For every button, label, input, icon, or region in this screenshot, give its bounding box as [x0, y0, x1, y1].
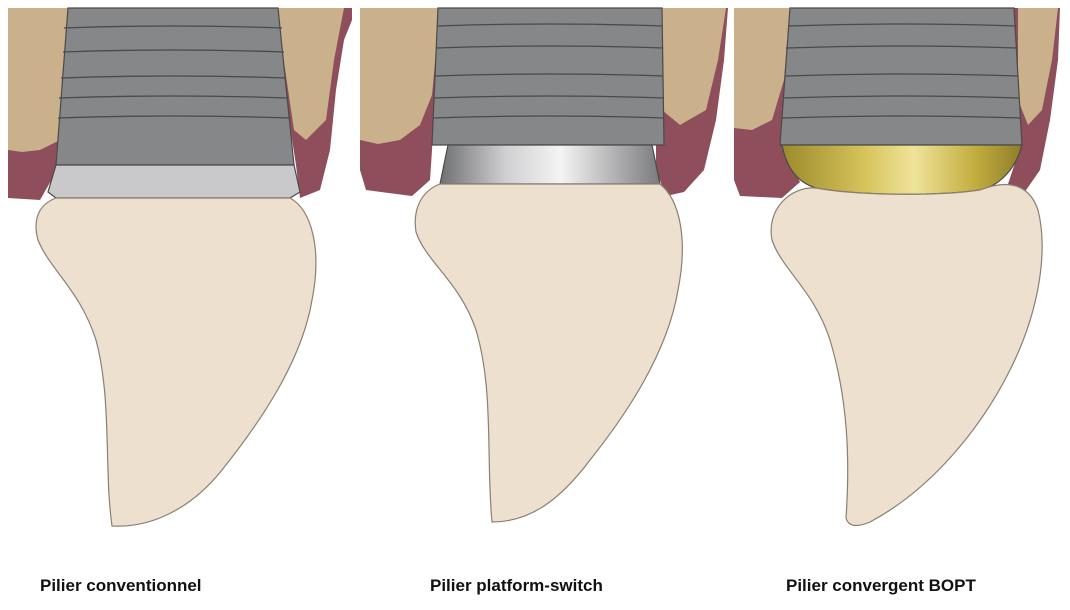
panel-platform-switch: [360, 8, 728, 522]
abutment-collar: [440, 145, 660, 184]
caption-platform-switch: Pilier platform-switch: [430, 576, 603, 596]
crown-tooth: [415, 184, 682, 522]
abutment-collar: [782, 145, 1022, 194]
panel-conventional: [8, 8, 352, 526]
implant-body: [432, 8, 664, 145]
panel-convergent-bopt: [734, 8, 1060, 525]
implant-body: [780, 8, 1022, 145]
caption-convergent-bopt: Pilier convergent BOPT: [786, 576, 976, 596]
implant-body: [56, 8, 294, 165]
abutment-collar: [48, 165, 300, 198]
crown-tooth: [771, 184, 1042, 525]
caption-conventional: Pilier conventionnel: [40, 576, 202, 596]
crown-tooth: [36, 198, 316, 526]
